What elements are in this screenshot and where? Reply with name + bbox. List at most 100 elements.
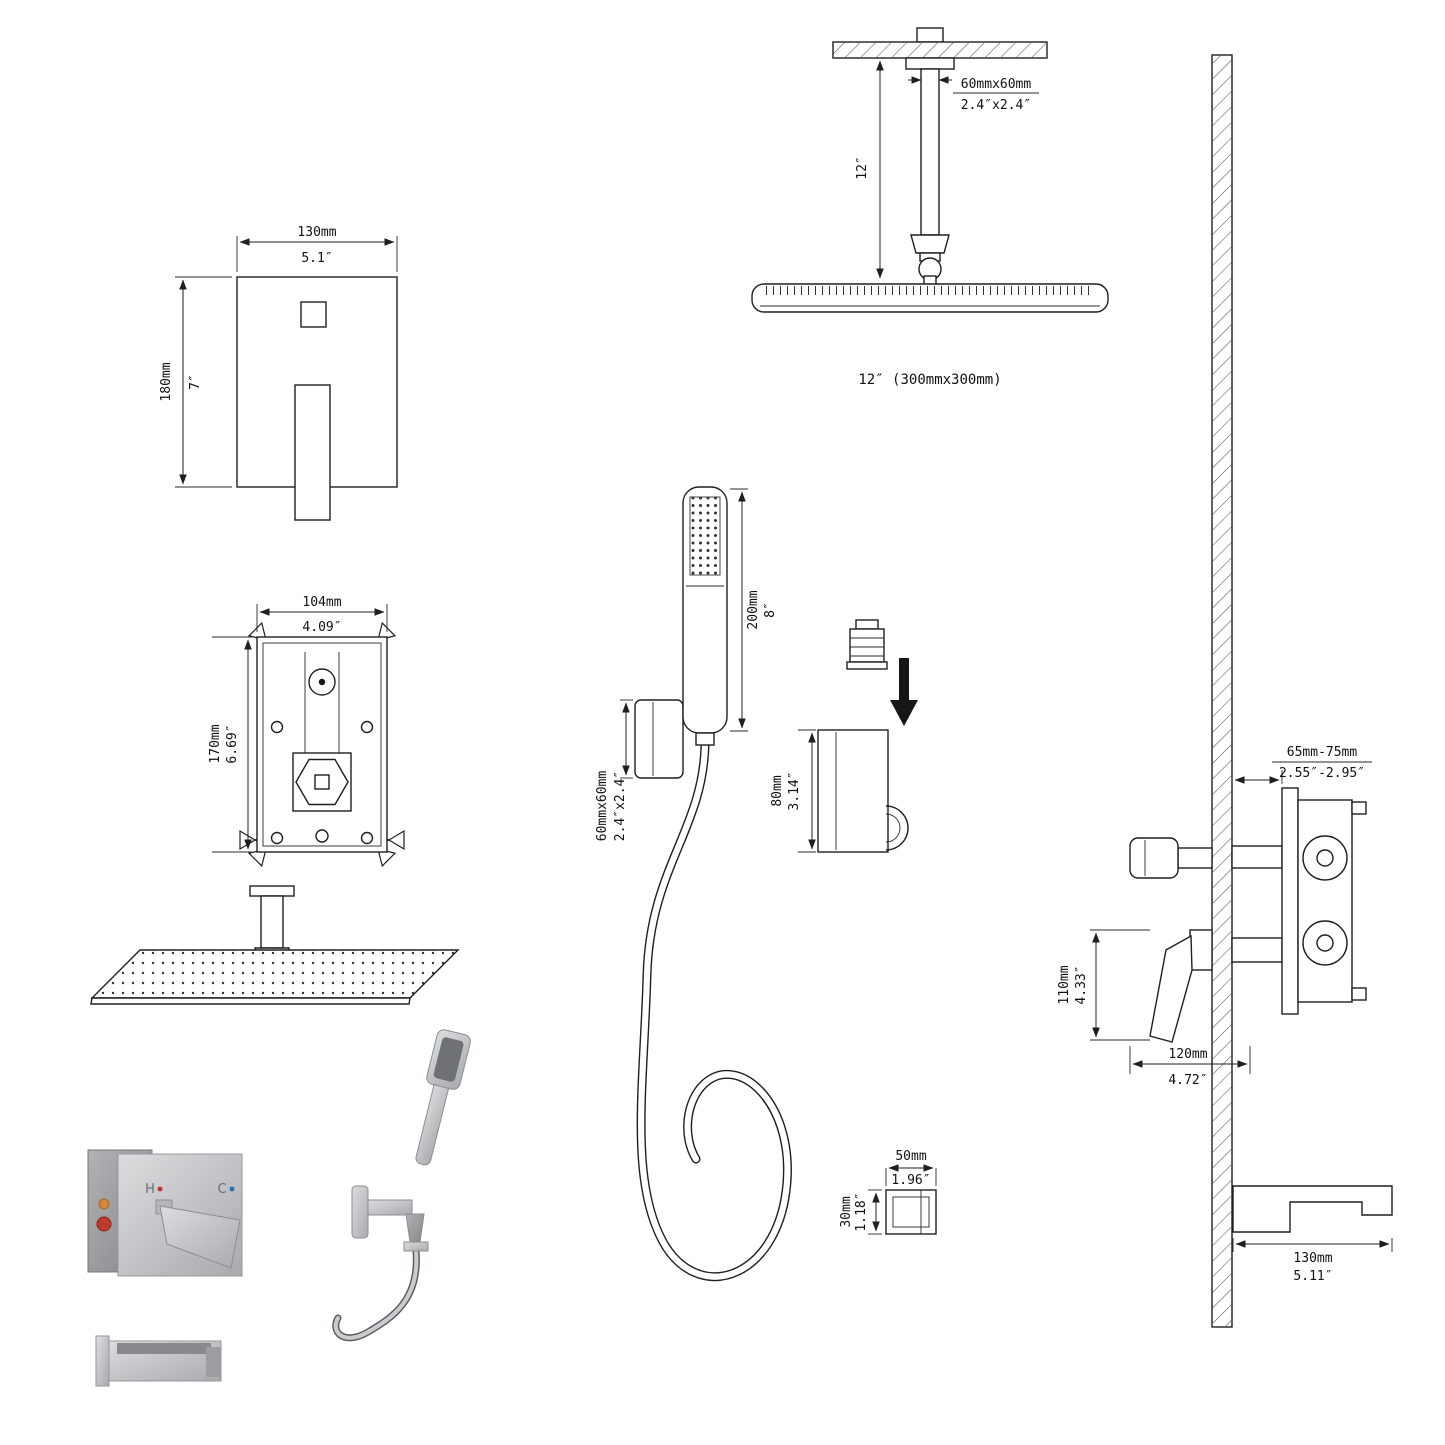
hose-body <box>638 741 791 1280</box>
wand-length-in-label: 8″ <box>763 602 778 618</box>
wall-hatch <box>1212 55 1232 1327</box>
handle-depth-mm-label: 120mm <box>1168 1047 1207 1062</box>
wall-bracket <box>634 699 684 779</box>
bracket-size-mm-label: 60mmx60mm <box>595 771 610 842</box>
hand-wand-spray-face <box>689 496 721 576</box>
arm-size-in-label: 2.4″x2.4″ <box>961 98 1031 113</box>
port-marker-orange <box>98 1198 110 1210</box>
rough-in-valve-box-view: 104mm 4.09″ 170mm 6.69″ <box>208 595 405 867</box>
handle-render <box>159 1205 241 1269</box>
valve-knob-bottom-center <box>1316 934 1334 952</box>
holder-height-mm-label: 80mm <box>770 775 785 806</box>
valve-stem-square <box>314 774 330 790</box>
valve-knob-top-center <box>1316 849 1334 867</box>
wall-elbow-flange-render <box>351 1185 369 1239</box>
cartridge-hex-nut <box>295 758 349 806</box>
hose-outline <box>636 740 792 1281</box>
wand-face-render <box>433 1037 464 1082</box>
holder-height-in-label: 3.14″ <box>787 771 802 810</box>
ceiling-flange <box>249 885 295 897</box>
elbow-connector-render <box>405 1213 425 1243</box>
connector-body <box>849 628 885 663</box>
rain-head-size-label: 12″ (300mmx300mm) <box>858 372 1001 388</box>
valve-height-in-label: 6.69″ <box>225 724 240 763</box>
trim-height-in-label: 7″ <box>188 374 203 390</box>
hand-shower-view: 200mm 8″ 60mmx60mm 2.4″x2.4″ <box>595 486 792 1281</box>
hot-dot <box>157 1186 163 1192</box>
bracket-height-in-label: 1.18″ <box>854 1192 869 1231</box>
hand-wand-render <box>415 1029 471 1166</box>
wall-section-view: 65mm-75mm 2.55″-2.95″ 110mm 4.33″ 120mm … <box>1057 54 1393 1328</box>
in-wall-valve-plate <box>1281 787 1299 1015</box>
ceiling-arm <box>920 68 940 236</box>
screw-hole <box>270 831 284 845</box>
holder-body <box>817 729 889 853</box>
top-port-center <box>318 678 326 686</box>
upper-valve-stem <box>1231 845 1283 869</box>
valve-port-tab <box>1351 801 1367 815</box>
diverter-button <box>300 301 327 328</box>
holder-detail-view: 80mm 3.14″ <box>770 619 918 853</box>
valve-port-tab <box>1351 987 1367 1001</box>
diverter-knob-side <box>1129 837 1179 879</box>
ceiling-anchor <box>916 27 944 43</box>
spout-length-mm-label: 130mm <box>1293 1251 1332 1266</box>
tub-spout-render <box>95 1335 222 1387</box>
port-marker-red <box>96 1216 112 1232</box>
ceiling-hatch <box>833 42 1047 58</box>
valve-height-mm-label: 170mm <box>208 724 223 763</box>
handle-depth-in-label: 4.72″ <box>1168 1073 1207 1088</box>
spout-channel-render <box>117 1343 211 1354</box>
drop-length-label: 12″ <box>855 156 870 179</box>
ceiling-shower-view: 60mmx60mm 2.4″x2.4″ 12″ 12″ (300mmx300mm… <box>751 27 1109 388</box>
head-nozzles <box>92 950 458 998</box>
valve-box-inner <box>262 642 382 847</box>
bracket-inner <box>892 1196 930 1228</box>
bracket-width-in-label: 1.96″ <box>891 1173 930 1188</box>
screw-hole <box>360 720 374 734</box>
lever-pivot <box>1189 929 1213 971</box>
screw-hole <box>270 720 284 734</box>
valve-handle-front <box>294 384 331 521</box>
ceiling-flange <box>905 57 955 70</box>
slide-bracket-view: 50mm 1.96″ 30mm 1.18″ <box>839 1149 937 1235</box>
cold-label: C <box>217 1182 226 1197</box>
wand-handle-render <box>415 1077 450 1166</box>
rain-head-perspective-view <box>90 885 460 1005</box>
wall-elbow-arm-render <box>367 1199 413 1216</box>
arm-size-mm-label: 60mmx60mm <box>961 77 1032 92</box>
holder-hook-inner <box>885 813 901 843</box>
wand-hose-nut <box>695 732 715 746</box>
connector-flange <box>846 661 888 670</box>
arm-collar <box>910 234 950 254</box>
wand-length-mm-label: 200mm <box>746 590 761 629</box>
shower-arm <box>260 895 284 949</box>
trim-height-mm-label: 180mm <box>159 362 174 401</box>
in-wall-valve-body <box>1297 799 1353 1003</box>
bracket-height-mm-label: 30mm <box>839 1196 854 1227</box>
hose-nut-render <box>403 1241 429 1252</box>
valve-width-mm-label: 104mm <box>302 595 341 610</box>
valve-box-outline <box>256 636 388 853</box>
spout-length-in-label: 5.11″ <box>1293 1269 1332 1284</box>
bracket-size-in-label: 2.4″x2.4″ <box>613 771 628 841</box>
handle-height-mm-label: 110mm <box>1057 965 1072 1004</box>
holder-hook-outer <box>885 805 909 851</box>
trim-width-mm-label: 130mm <box>297 225 336 240</box>
valve-render: H C <box>87 1149 243 1277</box>
cartridge-square <box>292 752 352 812</box>
hose-render <box>333 1248 419 1340</box>
spout-flange-render <box>95 1335 110 1387</box>
connector-tip <box>855 619 879 630</box>
head-edge <box>90 997 411 1005</box>
hand-shower-render <box>332 1029 471 1342</box>
insert-arrow-icon <box>890 658 918 726</box>
bottom-port <box>315 829 329 843</box>
valve-width-in-label: 4.09″ <box>302 620 341 635</box>
valve-depth-mm-label: 65mm-75mm <box>1287 745 1358 760</box>
tub-spout-side-view <box>1232 1185 1393 1233</box>
bracket-width-mm-label: 50mm <box>895 1149 926 1164</box>
lever-handle-side <box>1149 934 1193 1043</box>
